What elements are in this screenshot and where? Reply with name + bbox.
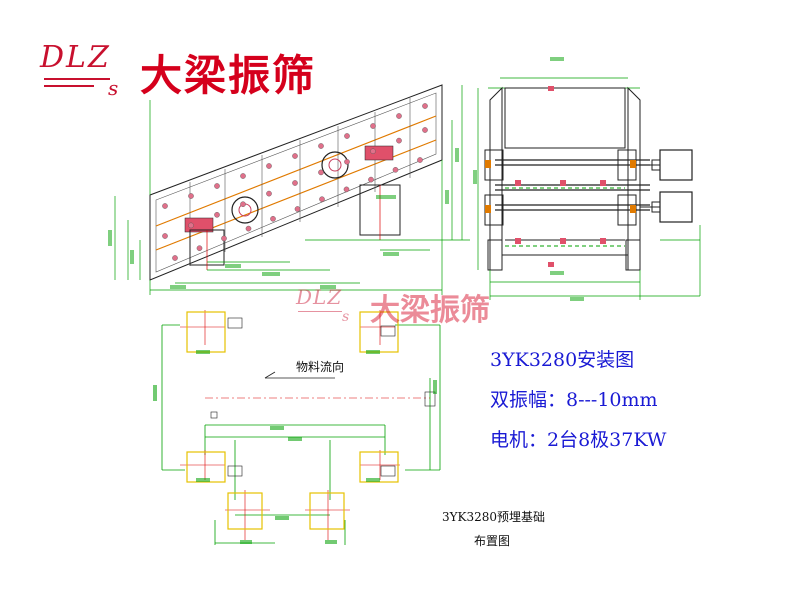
nameplate-left — [184, 217, 214, 233]
spec-motor: 电机：2台8极37KW — [490, 429, 667, 451]
bolt-hole — [188, 193, 194, 199]
foundation-caption-line1: 3YK3280预埋基础 — [442, 510, 546, 524]
motor-lower — [659, 191, 693, 223]
bolt-hole — [266, 190, 272, 197]
foundation-dim-labels — [153, 350, 437, 544]
pad-top-left — [186, 311, 226, 353]
inlet-box — [504, 87, 626, 149]
foundation-caption-line2: 布置图 — [474, 534, 511, 548]
deck-upper — [155, 115, 437, 227]
bolt-hole — [188, 222, 194, 229]
spec-info: 3YK3280安装图 双振幅：8---10mm 电机：2台8极37KW — [490, 340, 666, 460]
bolt-hole — [245, 225, 252, 232]
motor-upper — [659, 149, 693, 181]
bolt-hole — [294, 206, 301, 212]
side-view-dimensions — [114, 85, 470, 295]
exciter-right — [321, 151, 349, 179]
bolt-hole — [396, 137, 402, 144]
pad-mid-right — [359, 451, 399, 483]
bolt-hole — [196, 245, 203, 251]
bolt-hole — [172, 255, 178, 261]
bolt-hole — [344, 158, 350, 165]
bolt-hole — [343, 186, 350, 193]
bolt-hole — [318, 143, 324, 149]
side-plate-right — [627, 86, 641, 271]
screen-box-inner — [155, 92, 437, 273]
foundation-plan — [161, 310, 441, 545]
pad-bottom-right — [309, 492, 345, 530]
bolt-hole — [214, 183, 220, 189]
brand-logo: DLZ s 大梁振筛 — [40, 38, 320, 108]
logo-latin-sub: s — [108, 76, 119, 100]
side-view-bolt-holes — [162, 103, 428, 261]
front-view-accents — [485, 86, 636, 267]
bolt-hole — [422, 127, 428, 133]
pad-bottom-left — [227, 492, 263, 530]
bolt-hole — [162, 233, 168, 239]
bolt-hole — [396, 113, 402, 119]
logo-underline — [44, 78, 110, 80]
bolt-hole — [319, 196, 325, 202]
exciter-left — [231, 196, 259, 224]
watermark-latin-sub: s — [342, 309, 350, 325]
bolt-hole — [240, 201, 246, 207]
watermark-chinese: 大梁振筛 — [370, 293, 490, 328]
bolt-hole — [417, 157, 423, 163]
bolt-hole — [422, 103, 428, 109]
flow-direction-label: 物料流向 — [296, 360, 345, 374]
pad-mid-left — [186, 451, 226, 483]
logo-chinese: 大梁振筛 — [140, 51, 317, 100]
bolt-hole — [240, 173, 246, 179]
watermark-underline — [298, 311, 342, 312]
bolt-hole — [392, 166, 399, 173]
logo-latin: DLZ — [40, 40, 111, 75]
spec-title: 3YK3280安装图 — [490, 349, 635, 371]
bolt-hole — [162, 203, 168, 209]
side-plate-left — [489, 86, 503, 271]
nameplate-right — [364, 145, 394, 161]
watermark: DLZ s 大梁振筛 — [296, 285, 526, 330]
bolt-hole — [270, 215, 276, 222]
bolt-hole — [318, 169, 324, 176]
bolt-hole — [292, 180, 298, 186]
watermark-latin: DLZ — [296, 285, 343, 309]
side-view-dim-labels — [108, 148, 459, 289]
bolt-hole — [214, 211, 220, 218]
bolt-hole — [344, 133, 350, 139]
logo-underline-2 — [44, 85, 94, 87]
bolt-hole — [370, 148, 376, 154]
side-view — [149, 84, 443, 281]
bolt-hole — [221, 235, 227, 242]
bolt-hole — [292, 153, 298, 159]
bolt-hole — [370, 123, 376, 129]
bolt-hole — [266, 163, 272, 169]
front-view-dimensions — [473, 57, 701, 301]
spec-amplitude: 双振幅：8---10mm — [490, 389, 658, 411]
bolt-hole — [368, 176, 374, 183]
